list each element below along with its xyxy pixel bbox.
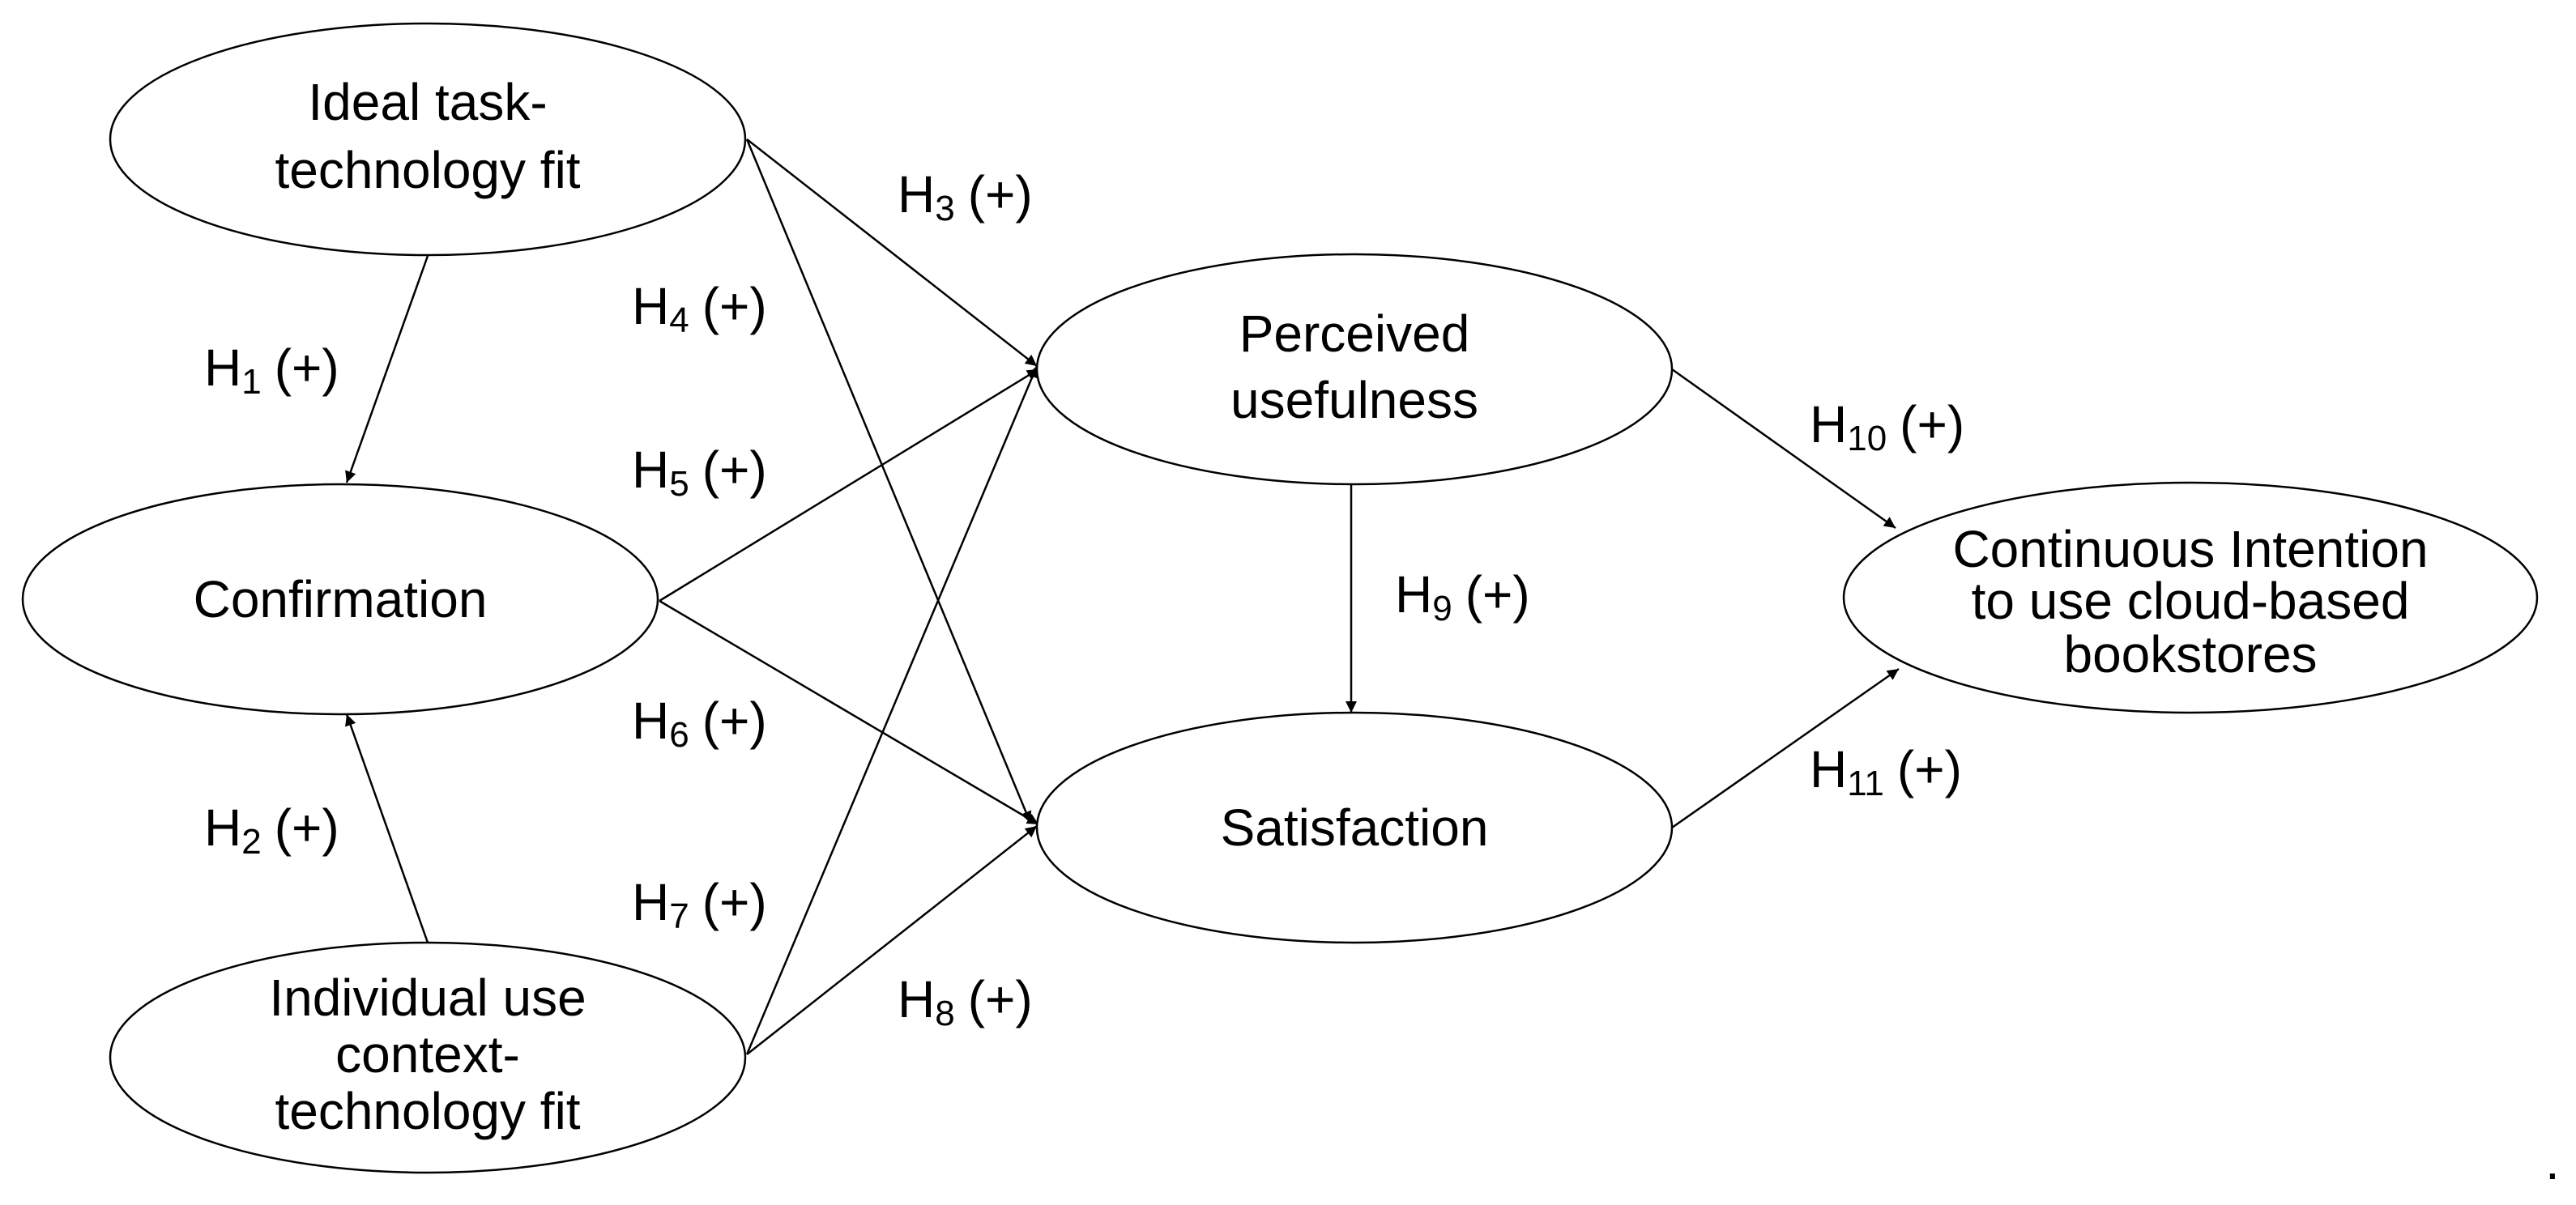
ellipse-shape	[21, 483, 659, 716]
hypothesis-label-h7: H7(+)	[632, 873, 767, 936]
hypothesis-labels: H1(+) H2(+) H3(+) H4(+) H5(+) H6(+) H7(+…	[204, 165, 1964, 1033]
ellipse-shape	[1035, 711, 1674, 944]
edge-h3	[746, 138, 1038, 367]
node-label-line: to use cloud-based	[1972, 572, 2410, 630]
ellipse-shape	[109, 941, 747, 1174]
node-label-line: Individual use	[269, 969, 586, 1027]
hypothesis-label-h9: H9(+)	[1395, 565, 1530, 628]
edge-h7	[745, 365, 1039, 1055]
edge-h8	[746, 825, 1038, 1055]
edges	[345, 138, 1900, 1055]
hypothesis-label-h2: H2(+)	[204, 798, 339, 862]
ellipse-shape	[1842, 481, 2539, 714]
node-individual-use-context-technology-fit: Individual use context- technology fit	[109, 941, 747, 1174]
node-label-line: Ideal task-	[308, 73, 547, 131]
node-confirmation: Confirmation	[21, 483, 659, 716]
node-label-line: bookstores	[2063, 625, 2317, 683]
ellipse-shape	[1035, 253, 1674, 486]
edge-h2	[345, 713, 429, 943]
node-satisfaction: Satisfaction	[1035, 711, 1674, 944]
hypothesis-label-h3: H3(+)	[898, 165, 1033, 228]
edge-h5	[659, 368, 1039, 602]
hypothesis-label-h10: H10(+)	[1810, 395, 1964, 458]
hypothesis-label-h4: H4(+)	[632, 277, 767, 340]
hypothesis-label-h1: H1(+)	[204, 339, 339, 402]
edge-h6	[659, 599, 1039, 826]
node-label-line: Perceived	[1239, 304, 1470, 363]
node-label-line: Satisfaction	[1221, 798, 1489, 857]
hypothesis-label-h5: H5(+)	[632, 441, 767, 504]
ellipse-shape	[109, 22, 747, 257]
hypothesis-label-h6: H6(+)	[632, 692, 767, 755]
node-continuous-intention: Continuous Intention to use cloud-based …	[1842, 481, 2539, 714]
node-label-line: Confirmation	[194, 570, 488, 628]
node-label-line: technology fit	[275, 1082, 580, 1140]
edge-h4	[745, 138, 1032, 824]
edge-h10	[1671, 368, 1896, 530]
node-ideal-task-technology-fit: Ideal task- technology fit	[109, 22, 747, 257]
node-label-line: context-	[335, 1025, 520, 1084]
node-label-line: usefulness	[1230, 371, 1478, 429]
node-label-line: Continuous Intention	[1952, 520, 2428, 578]
node-perceived-usefulness: Perceived usefulness	[1035, 253, 1674, 486]
node-label-line: technology fit	[275, 141, 580, 199]
edge-h11	[1671, 667, 1900, 829]
hypothesis-label-h8: H8(+)	[898, 970, 1033, 1033]
footer-dot: .	[2545, 1132, 2560, 1190]
edge-h1	[345, 255, 429, 483]
hypothesis-label-h11: H11(+)	[1810, 740, 1962, 803]
